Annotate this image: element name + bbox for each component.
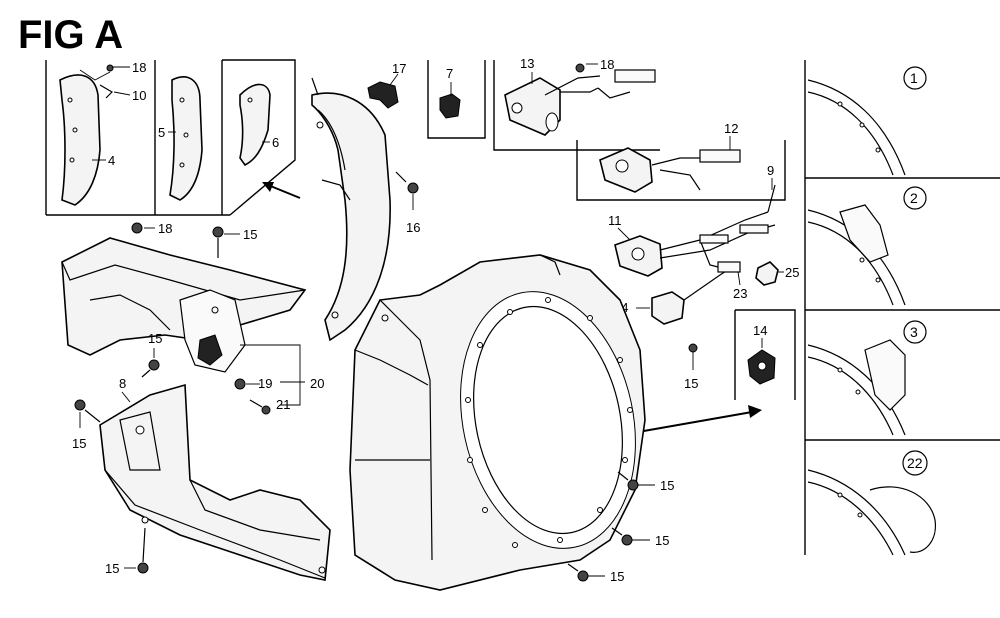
callout-13: 13: [520, 56, 534, 71]
callout-15a: 15: [684, 376, 698, 391]
arrow-to-variants-icon: [637, 405, 762, 433]
callout-15h: 15: [105, 561, 119, 576]
variant-label-1: 1: [910, 70, 918, 86]
bolt-15-housing-c-icon: [577, 570, 589, 582]
lower-shroud: 8 15 15: [72, 376, 331, 581]
variant-label-2: 2: [910, 190, 918, 206]
air-guide-bracket[interactable]: [61, 237, 307, 356]
callout-15b: 15: [243, 227, 257, 242]
bolt-18-inset-icon: [106, 64, 114, 72]
inset-hardware-top: 17 7 13 18: [367, 56, 660, 151]
bolt-15-housing-a-icon: [627, 479, 639, 491]
bolt-15-shroud-bottom-icon: [137, 562, 149, 574]
callout-9: 9: [767, 163, 774, 178]
callout-19: 19: [258, 376, 272, 391]
variant-panel-1[interactable]: 1: [807, 66, 927, 176]
bolt-15-housing-b-icon: [621, 534, 633, 546]
callout-15c: 15: [148, 331, 162, 346]
bolt-15-bracket-top-icon: [212, 226, 224, 238]
wire-connector-12: [699, 149, 741, 163]
variant-label-3: 3: [910, 324, 918, 340]
callout-23: 23: [733, 286, 747, 301]
callout-11: 11: [608, 213, 622, 228]
callout-25: 25: [785, 265, 799, 280]
variant-panel-3[interactable]: 3: [807, 320, 927, 436]
bolt-15-ignition-icon: [688, 343, 698, 353]
callout-18b: 18: [600, 57, 614, 72]
clip-17-icon[interactable]: [367, 81, 399, 109]
callout-15e: 15: [660, 478, 674, 493]
callout-20: 20: [310, 376, 324, 391]
inset-wiring-12: 12: [576, 121, 786, 201]
main-fan-housing: [349, 254, 646, 591]
bolt-18-switch-icon: [575, 63, 585, 73]
callout-7: 7: [446, 66, 453, 81]
clamp-25[interactable]: [755, 261, 779, 286]
bolt-21-icon: [261, 405, 271, 415]
inset-grommet-14: 14: [734, 309, 796, 400]
variant-panel-2[interactable]: 2: [807, 186, 927, 306]
fan-opening: [460, 291, 636, 549]
callout-15g: 15: [610, 569, 624, 584]
bolt-15-shroud-top-icon: [74, 399, 86, 411]
connector-24[interactable]: [651, 291, 685, 325]
shroud-part-5[interactable]: [169, 76, 203, 201]
clip-7-icon[interactable]: [439, 93, 461, 119]
callout-12: 12: [724, 121, 738, 136]
bolt-18-bracket-icon: [131, 222, 143, 234]
left-bracket-assembly: 18 15 15 19 20 21: [61, 221, 324, 415]
variant-label-22: 22: [907, 455, 923, 471]
callout-5: 5: [158, 125, 165, 140]
bolt-15-bracket-left-icon: [148, 359, 160, 371]
callout-8: 8: [119, 376, 126, 391]
terminal-23[interactable]: [717, 261, 741, 273]
lower-shroud-part-8[interactable]: [99, 383, 331, 581]
callout-17: 17: [392, 61, 406, 76]
upper-shroud-part[interactable]: [311, 92, 391, 342]
figure-title: FIG A: [18, 13, 123, 57]
upper-shroud: 16: [311, 77, 420, 342]
callout-14: 14: [753, 323, 767, 338]
callout-21: 21: [276, 397, 290, 412]
callout-18: 18: [132, 60, 146, 75]
callout-18c: 18: [158, 221, 172, 236]
wire-connector-13: [614, 69, 656, 83]
shroud-part-6[interactable]: [239, 83, 271, 167]
arrow-to-inset-icon: [262, 182, 301, 199]
nut-19-icon: [234, 378, 246, 390]
inset-shroud-variants: [45, 59, 296, 216]
callout-10: 10: [132, 88, 146, 103]
callout-15d: 15: [72, 436, 86, 451]
callout-6: 6: [272, 135, 279, 150]
bolt-16-icon: [407, 182, 419, 194]
callout-15f: 15: [655, 533, 669, 548]
shroud-part-4[interactable]: [59, 74, 101, 206]
callout-16: 16: [406, 220, 420, 235]
callout-4: 4: [108, 153, 115, 168]
housing-bolts: 15 15 15: [567, 471, 674, 584]
bracket-plate-20[interactable]: [179, 289, 246, 373]
variant-panels: 1 2 3 22: [804, 60, 1000, 556]
variant-panel-22[interactable]: 22: [807, 450, 937, 556]
